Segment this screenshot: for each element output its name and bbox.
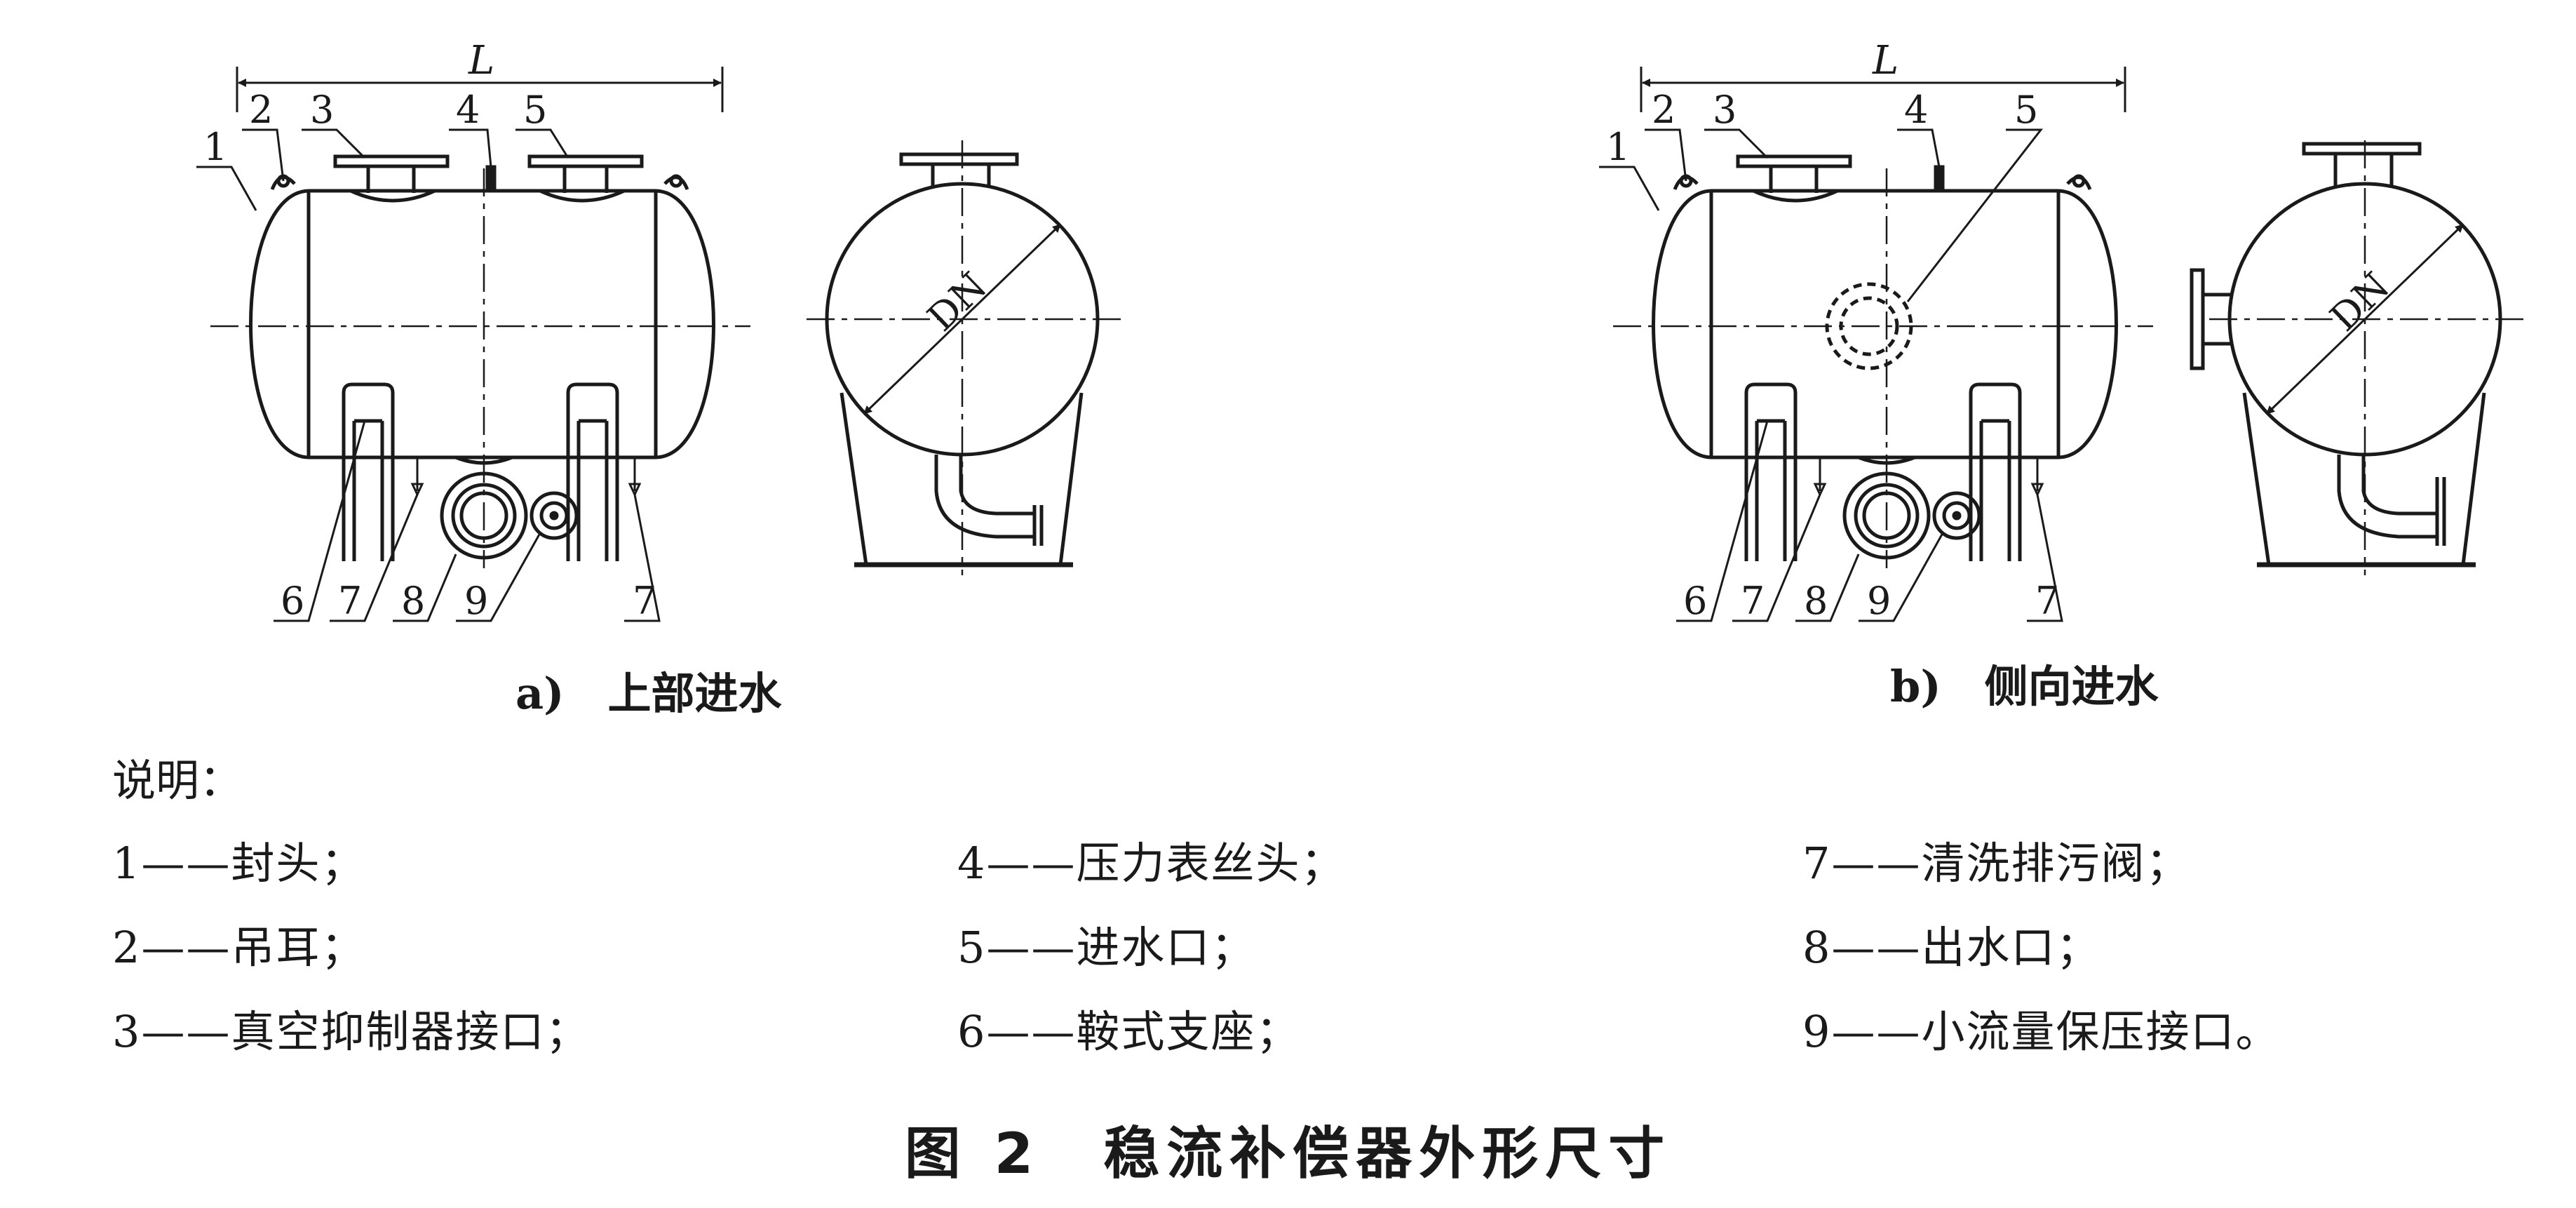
diagram-a-vessel-body (249, 189, 715, 459)
diagram-b-leader-lines (1599, 128, 2063, 622)
diagram-a-nozzle-5 (527, 154, 644, 193)
legend-item-5: 5——进水口； (957, 922, 1256, 973)
callout-a-9: 9 (464, 579, 488, 623)
callout-a-3: 3 (310, 88, 334, 132)
callout-a-1: 1 (203, 125, 227, 169)
diagram-a-diameter-label: DN (919, 264, 995, 340)
legend-item-7: 7——清洗排污阀； (1802, 838, 2191, 889)
diagram-b-dimension-label: L (1872, 38, 1899, 83)
callout-b-7-right: 7 (2035, 579, 2059, 623)
legend-item-2: 2——吊耳； (112, 922, 366, 973)
callout-a-2: 2 (249, 88, 273, 132)
callout-a-7-right: 7 (633, 579, 656, 623)
diagram-b-diameter-label: DN (2321, 264, 2398, 340)
callout-a-6: 6 (281, 579, 304, 623)
legend-item-3: 3——真空抑制器接口； (112, 1006, 591, 1057)
diagram-a-drain-valves-7 (410, 457, 642, 497)
diagram-b-inlet-5 (1825, 282, 1913, 370)
diagram-b-nozzle-3 (1736, 154, 1852, 193)
diagram-b-front-view (1599, 67, 2153, 622)
callout-b-8: 8 (1804, 579, 1828, 623)
legend-item-9: 9——小流量保压接口。 (1802, 1006, 2281, 1057)
diagram-b-dimension-L (1640, 67, 2126, 112)
legend-item-1: 1——封头； (112, 838, 366, 889)
diagram-a-lifting-lugs (270, 174, 689, 190)
callout-b-3: 3 (1713, 88, 1737, 132)
diagram-b-vessel-body (1652, 189, 2118, 459)
diagram-a-side-view (807, 140, 1122, 575)
legend-item-4: 4——压力表丝头； (957, 838, 1346, 889)
diagram-a-gauge-4 (485, 165, 497, 193)
callout-b-5: 5 (2014, 88, 2038, 132)
diagram-a-outlet-8 (440, 455, 528, 560)
diagram-a-dimension-label: L (468, 38, 494, 83)
diagram-a-nozzle-3 (333, 154, 450, 193)
diagram-b-saddle-supports (1744, 382, 2022, 561)
diagram-a-centerlines (210, 168, 750, 568)
diagram-b-caption: b) 侧向进水 (1890, 661, 2159, 712)
diagram-a-front-view (196, 67, 750, 622)
callout-a-5: 5 (523, 88, 547, 132)
legend-item-8: 8——出水口； (1802, 922, 2101, 973)
diagram-b-outlet-8 (1842, 455, 1931, 560)
callout-a-7-left: 7 (338, 579, 362, 623)
diagram-a-saddle-supports (342, 382, 619, 561)
callout-a-4: 4 (456, 88, 480, 132)
diagram-b-gauge-4 (1934, 165, 1945, 193)
figure-caption: 图 2 稳流补偿器外形尺寸 (904, 1121, 1672, 1186)
legend-item-6: 6——鞍式支座； (957, 1006, 1301, 1057)
diagram-b-drain-valves-7 (1813, 457, 2044, 497)
diagram-b-side-view (2190, 140, 2525, 575)
diagram-a-leader-lines (196, 128, 661, 622)
callout-b-9: 9 (1867, 579, 1891, 623)
callout-b-6: 6 (1683, 579, 1707, 623)
diagram-a-caption: a) 上部进水 (515, 668, 783, 719)
callout-b-7-left: 7 (1741, 579, 1765, 623)
diagram-b-port-9 (1932, 491, 1981, 540)
diagram-b-centerlines (1613, 168, 2153, 568)
diagram-a-port-9 (530, 491, 579, 540)
callout-b-2: 2 (1652, 88, 1675, 132)
callout-b-1: 1 (1606, 125, 1630, 169)
diagram-a-dimension-L (236, 67, 724, 112)
callout-a-8: 8 (401, 579, 425, 623)
callout-b-4: 4 (1904, 88, 1928, 132)
legend-title: 说明： (112, 755, 243, 806)
diagram-b-lifting-lugs (1673, 174, 2092, 190)
